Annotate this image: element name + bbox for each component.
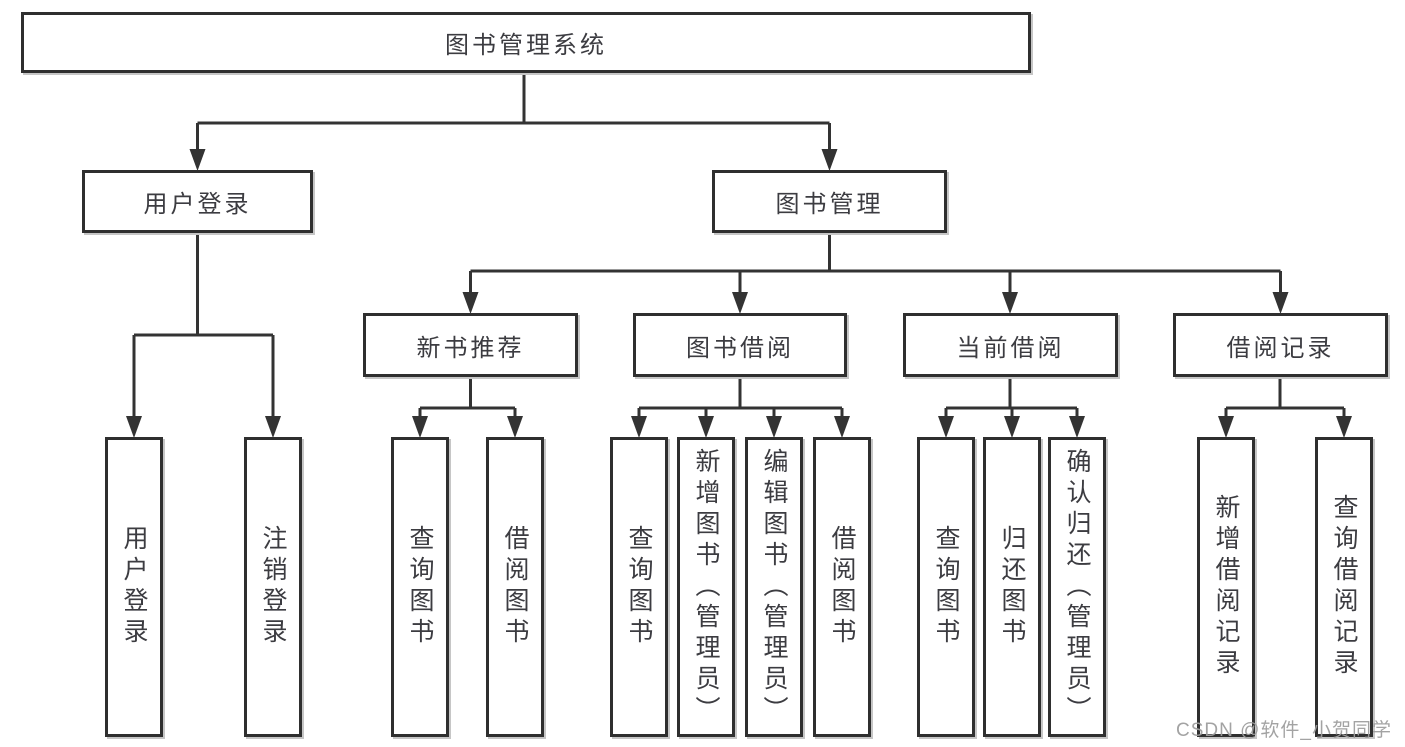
leaf-edit-books-admin: 编辑图书（管理员） bbox=[745, 437, 803, 737]
arrowheads bbox=[126, 149, 1352, 438]
node-library-management-system: 图书管理系统 bbox=[21, 12, 1031, 73]
node-borrowing-records: 借阅记录 bbox=[1173, 313, 1388, 377]
leaf-query-books-recommend: 查询图书 bbox=[391, 437, 449, 737]
leaf-add-borrow-record: 新增借阅记录 bbox=[1197, 437, 1255, 737]
leaf-logout: 注销登录 bbox=[244, 437, 302, 737]
leaf-query-books-borrow: 查询图书 bbox=[610, 437, 668, 737]
node-current-borrowing: 当前借阅 bbox=[903, 313, 1118, 377]
node-user-login: 用户登录 bbox=[82, 170, 313, 233]
csdn-watermark: CSDN @软件_小贺同学 bbox=[1176, 720, 1392, 741]
node-book-borrowing: 图书借阅 bbox=[633, 313, 847, 377]
leaf-borrow-books: 借阅图书 bbox=[813, 437, 871, 737]
leaf-add-books-admin: 新增图书（管理员） bbox=[677, 437, 735, 737]
leaf-confirm-return-admin: 确认归还（管理员） bbox=[1048, 437, 1106, 737]
node-book-management: 图书管理 bbox=[712, 170, 947, 233]
leaf-borrow-books-recommend: 借阅图书 bbox=[486, 437, 544, 737]
leaf-return-books: 归还图书 bbox=[983, 437, 1041, 737]
node-new-book-recommendation: 新书推荐 bbox=[363, 313, 578, 377]
leaf-user-login: 用户登录 bbox=[105, 437, 163, 737]
leaf-query-borrow-record: 查询借阅记录 bbox=[1315, 437, 1373, 737]
leaf-query-books-current: 查询图书 bbox=[917, 437, 975, 737]
